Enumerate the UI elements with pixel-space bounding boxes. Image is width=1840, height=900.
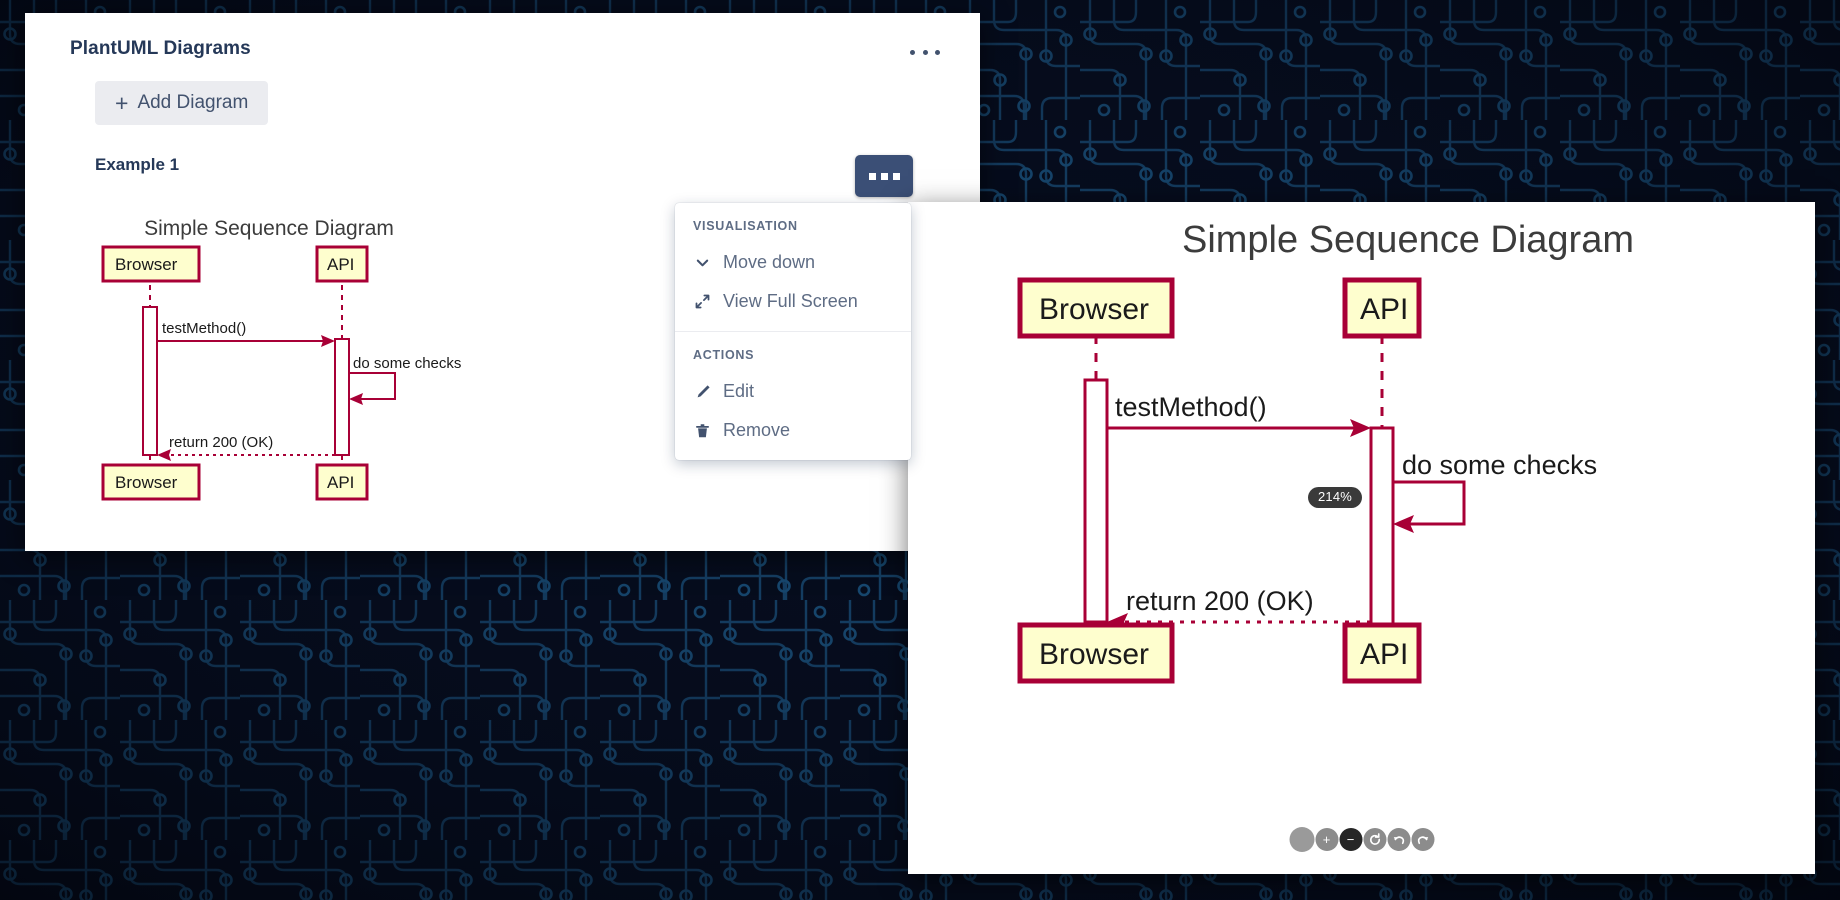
svg-text:API: API [327, 255, 354, 274]
zoom-in-button[interactable]: + [1315, 828, 1338, 851]
menu-section-visualisation: VISUALISATION Move down View Full Screen [675, 203, 911, 331]
svg-text:Browser: Browser [115, 473, 178, 492]
plantuml-diagrams-card: PlantUML Diagrams + Add Diagram Example … [25, 13, 980, 551]
svg-text:API: API [327, 473, 354, 492]
plus-icon: + [1322, 832, 1331, 847]
participant-api-bottom: API [1342, 622, 1422, 684]
message-label-2: do some checks [1402, 450, 1597, 480]
redo-button[interactable] [1411, 828, 1434, 851]
pencil-icon [693, 382, 712, 401]
trash-icon [693, 421, 712, 440]
fit-screen-button[interactable] [1289, 827, 1314, 852]
participant-api-top: API [1342, 277, 1422, 339]
diagram-preview[interactable]: Simple Sequence Diagram testMethod() do … [95, 213, 515, 523]
menu-item-label: Move down [723, 252, 816, 272]
menu-heading-visualisation: VISUALISATION [693, 219, 798, 233]
message-label-1: testMethod() [1115, 392, 1267, 422]
expand-arrows-icon [693, 292, 712, 311]
diagram-context-menu: VISUALISATION Move down View Full Screen [675, 203, 911, 460]
svg-text:testMethod(): testMethod() [162, 320, 246, 337]
menu-item-remove[interactable]: Remove [675, 411, 911, 450]
svg-text:do some checks: do some checks [353, 355, 461, 372]
menu-item-label: Remove [723, 420, 791, 440]
svg-text:return 200 (OK): return 200 (OK) [169, 434, 273, 451]
diagram-overflow-menu-button[interactable] [855, 155, 913, 197]
reset-circle-icon [1368, 833, 1381, 846]
menu-item-move-down[interactable]: Move down [675, 243, 911, 282]
diagram-name-label: Example 1 [95, 155, 180, 174]
menu-item-edit[interactable]: Edit [675, 372, 911, 411]
diagram-fullscreen-canvas[interactable]: Simple Sequence Diagram testMethod() do … [908, 202, 1815, 802]
menu-item-view-full-screen[interactable]: View Full Screen [675, 282, 911, 321]
add-diagram-label: Add Diagram [137, 92, 249, 113]
svg-text:API: API [1360, 638, 1408, 671]
message-label-3: return 200 (OK) [1126, 586, 1314, 616]
menu-item-label: Edit [723, 381, 755, 401]
undo-arrow-icon [1392, 833, 1405, 846]
zoom-level-badge: 214% [1308, 487, 1363, 508]
diagram-title-preview: Simple Sequence Diagram [144, 217, 394, 240]
menu-item-label: View Full Screen [723, 291, 858, 311]
menu-section-actions: ACTIONS Edit Remove [675, 331, 911, 460]
participant-browser-bottom: Browser [1017, 622, 1175, 684]
ellipsis-horizontal-icon[interactable] [910, 44, 940, 60]
svg-text:Browser: Browser [115, 255, 178, 274]
svg-text:Browser: Browser [1039, 293, 1149, 326]
chevron-down-icon [693, 253, 712, 272]
minus-icon: − [1346, 832, 1355, 847]
svg-text:API: API [1360, 293, 1408, 326]
add-diagram-button[interactable]: + Add Diagram [95, 81, 269, 125]
participant-browser-top: Browser [1017, 277, 1175, 339]
undo-button[interactable] [1387, 828, 1410, 851]
menu-heading-actions: ACTIONS [693, 348, 755, 362]
diagram-title: Simple Sequence Diagram [1182, 219, 1634, 261]
svg-text:Browser: Browser [1039, 638, 1149, 671]
redo-arrow-icon [1416, 833, 1429, 846]
page-title: PlantUML Diagrams [70, 38, 251, 59]
zoom-toolbar: + − [1289, 827, 1434, 852]
reset-button[interactable] [1363, 828, 1386, 851]
diagram-fullscreen-viewer: Simple Sequence Diagram testMethod() do … [908, 202, 1815, 874]
zoom-out-button[interactable]: − [1339, 828, 1362, 851]
card-header: PlantUML Diagrams [70, 38, 940, 68]
plus-icon: + [115, 89, 129, 116]
